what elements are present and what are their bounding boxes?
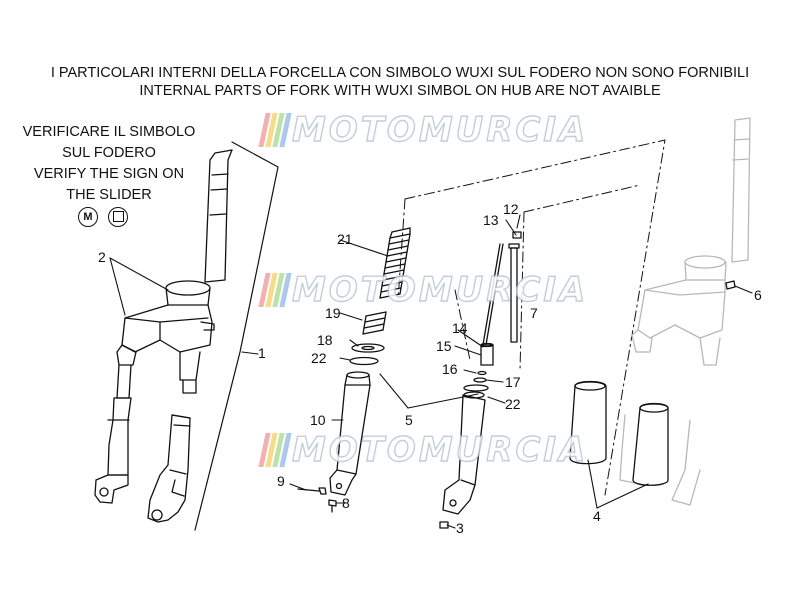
watermark-text: MOTOMURCIA [291, 109, 589, 150]
ring-22-left [349, 356, 379, 366]
note-line-3: VERIFY THE SIGN ON [33, 166, 185, 182]
long-spring-21 [379, 227, 411, 299]
callout-16: 16 [442, 361, 458, 377]
callout-10: 10 [310, 412, 326, 428]
callout-19: 19 [325, 305, 341, 321]
left-fork-assembly [94, 149, 233, 523]
callout-13: 13 [483, 212, 499, 228]
watermark-text: MOTOMURCIA [291, 269, 589, 310]
callout-12: 12 [503, 201, 519, 217]
square-symbol-icon [108, 207, 128, 227]
watermark-bottom: MOTOMURCIA [258, 429, 589, 471]
callout-2: 2 [98, 249, 106, 265]
callout-6: 6 [754, 287, 762, 303]
callout-1: 1 [258, 345, 266, 361]
watermark-bars [258, 273, 292, 307]
callout-8: 8 [342, 495, 350, 511]
part-6 [725, 280, 736, 290]
callout-9: 9 [277, 473, 285, 489]
short-spring-19 [362, 311, 387, 335]
callout-22-left: 22 [311, 350, 327, 366]
fork-boot-4 [569, 380, 669, 486]
callout-14: 14 [452, 320, 468, 336]
note-line-2: SUL FODERO [62, 145, 156, 161]
callout-18: 18 [317, 332, 333, 348]
leader-lines [109, 214, 753, 529]
callout-5: 5 [405, 412, 413, 428]
bolt-9 [297, 487, 327, 495]
watermark-text: MOTOMURCIA [291, 429, 589, 470]
callout-17: 17 [505, 374, 521, 390]
m-symbol-icon: M [78, 207, 98, 227]
callout-4: 4 [593, 508, 601, 524]
watermark-bars [258, 113, 292, 147]
bolt-8 [328, 499, 337, 513]
callout-7: 7 [530, 305, 538, 321]
watermark-bars [258, 433, 292, 467]
slider-right [439, 394, 486, 529]
ghost-fork [619, 117, 751, 506]
damper-rod [482, 231, 522, 346]
note-line-4: THE SLIDER [66, 187, 152, 203]
watermark-middle: MOTOMURCIA [258, 269, 589, 311]
slider-sign-note: VERIFICARE IL SIMBOLO SUL FODERO VERIFY … [4, 122, 214, 206]
header-line-italian: I PARTICOLARI INTERNI DELLA FORCELLA CON… [50, 65, 750, 81]
header-line-english: INTERNAL PARTS OF FORK WITH WUXI SIMBOL … [139, 83, 661, 99]
callout-3: 3 [456, 520, 464, 536]
callout-15: 15 [436, 338, 452, 354]
watermark-top: MOTOMURCIA [258, 109, 589, 151]
slider-10 [329, 371, 371, 496]
callout-numbers: 1 2 3 4 5 6 7 8 9 10 12 13 14 15 16 17 1… [98, 201, 762, 536]
washer-18 [351, 343, 385, 353]
callout-22-right: 22 [505, 396, 521, 412]
callout-21: 21 [337, 231, 353, 247]
note-line-1: VERIFICARE IL SIMBOLO [22, 124, 196, 140]
